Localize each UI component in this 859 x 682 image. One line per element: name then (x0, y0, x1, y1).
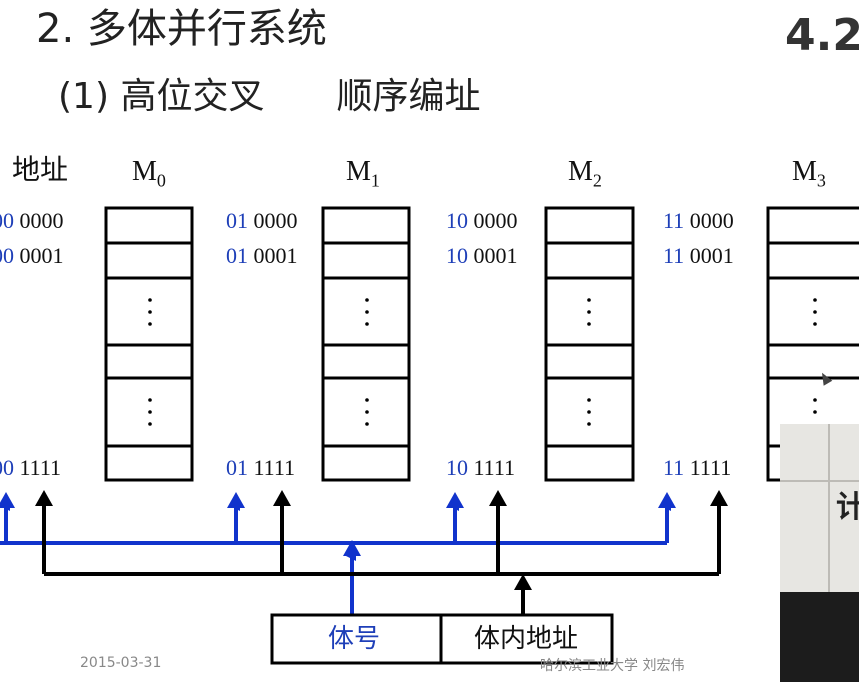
module-label-m2: M2 (568, 156, 602, 191)
slide-subtitle: (1) 高位交叉 顺序编址 (58, 74, 480, 120)
memory-module-m1 (321, 206, 411, 482)
address-m1-first: 01 0000 (226, 208, 298, 233)
in-bank-address-field: 体内地址 (474, 624, 579, 654)
ellipsis-dots (148, 298, 817, 426)
slide-title: 2. 多体并行系统 (36, 6, 327, 52)
memory-module-m2 (544, 206, 635, 482)
video-dark-area (780, 592, 859, 682)
address-m2-second: 10 0001 (446, 243, 518, 268)
address-m2-first: 10 0000 (446, 208, 518, 233)
module-label-m3: M3 (792, 156, 826, 191)
presenter-video-overlay: 计 (780, 424, 859, 682)
footer-date: 2015-03-31 (80, 655, 162, 671)
bank-select-bus (0, 501, 671, 615)
address-m0-first: 00 0000 (0, 208, 64, 233)
address-m2-last: 10 1111 (446, 455, 516, 480)
video-wall-line-vertical (828, 424, 830, 592)
address-m0-last: 00 1111 (0, 455, 62, 480)
address-m3-last: 11 1111 (663, 455, 732, 480)
address-m3-second: 11 0001 (663, 243, 734, 268)
address-m3-first: 11 0000 (663, 208, 734, 233)
address-register (270, 613, 614, 665)
video-wall (780, 424, 859, 592)
bank-number-field: 体号 (328, 624, 381, 654)
address-m0-second: 00 0001 (0, 243, 64, 268)
address-m1-last: 01 1111 (226, 455, 296, 480)
section-number: 4.2 (785, 10, 859, 61)
video-partial-text: 计 (836, 490, 859, 525)
address-m1-second: 01 0001 (226, 243, 298, 268)
address-column-header: 地址 (12, 153, 69, 186)
module-label-m1: M1 (346, 156, 380, 191)
memory-module-m0 (104, 206, 194, 482)
subtitle-addressing: 顺序编址 (336, 76, 481, 117)
footer-institution: 哈尔滨工业大学 刘宏伟 (540, 658, 685, 674)
module-label-m0: M0 (132, 156, 166, 191)
subtitle-interleave: (1) 高位交叉 (58, 76, 265, 117)
video-wall-line (780, 480, 859, 482)
in-bank-address-bus (42, 500, 721, 615)
